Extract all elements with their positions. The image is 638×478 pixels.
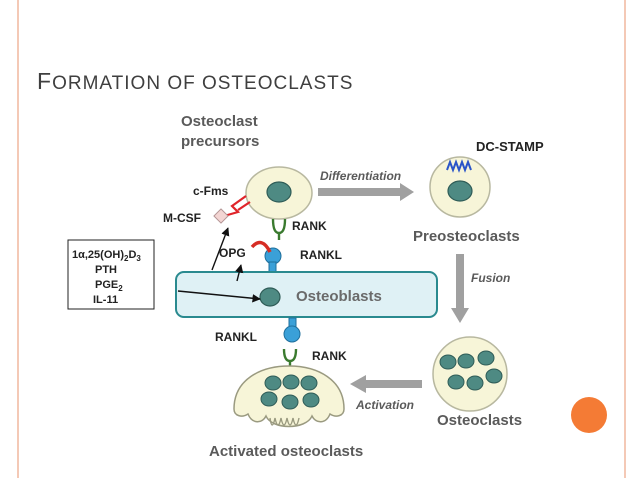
differentiation-arrow bbox=[318, 183, 414, 201]
factor-vitamin-d: 1α,25(OH)2D3 bbox=[72, 249, 141, 263]
activation-arrow bbox=[350, 375, 422, 393]
factor-il-11: IL-11 bbox=[93, 294, 118, 306]
osteoblasts-label: Osteoblasts bbox=[296, 288, 382, 305]
factor-pth: PTH bbox=[95, 264, 117, 276]
ruffled-border bbox=[269, 417, 300, 426]
arrow-to-m-csf bbox=[211, 227, 230, 271]
preosteoclasts-label: Preosteoclasts bbox=[413, 228, 520, 245]
rankl-top-label: RANKL bbox=[300, 248, 342, 262]
left-border-line bbox=[17, 0, 19, 478]
osteoclast-cell bbox=[432, 336, 508, 412]
rankl-bottom-label: RANKL bbox=[215, 330, 257, 344]
fusion-arrow bbox=[451, 254, 469, 323]
c-fms-receptor bbox=[223, 195, 251, 218]
dc-stamp-marker bbox=[446, 159, 472, 173]
precursor-nucleus bbox=[266, 181, 292, 203]
opg-label: OPG bbox=[219, 246, 246, 260]
arrow-factors-to-osteoblast bbox=[177, 290, 261, 303]
rank-receptor-top bbox=[271, 218, 287, 235]
osteoclast-precursors-label-1: Osteoclast bbox=[181, 113, 258, 130]
rank-bottom-label: RANK bbox=[312, 349, 347, 363]
fusion-label: Fusion bbox=[471, 271, 510, 285]
rank-top-label: RANK bbox=[292, 219, 327, 233]
preosteoclast-nucleus bbox=[447, 180, 473, 202]
title-initial: F bbox=[37, 68, 53, 94]
rankl-ligand-bottom bbox=[283, 325, 301, 343]
osteoblast-nucleus bbox=[259, 287, 281, 307]
rank-receptor-bottom bbox=[282, 348, 298, 363]
right-border-line bbox=[624, 0, 626, 478]
opg-decoy-receptor bbox=[250, 240, 272, 253]
activation-label: Activation bbox=[355, 398, 414, 412]
osteoclasts-label: Osteoclasts bbox=[437, 412, 522, 429]
orange-decorative-circle bbox=[571, 397, 607, 433]
arrow-to-opg bbox=[235, 264, 244, 282]
factors-box bbox=[67, 239, 155, 310]
osteoclast-precursors-label-2: precursors bbox=[181, 133, 259, 150]
dc-stamp-label: DC-STAMP bbox=[476, 139, 544, 154]
activated-osteoclast-cell bbox=[233, 365, 345, 428]
c-fms-label: c-Fms bbox=[193, 184, 229, 198]
osteoclast-precursor-cell bbox=[245, 166, 313, 220]
m-csf-label: M-CSF bbox=[163, 211, 201, 225]
slide-title: FORMATION OF OSTEOCLASTS bbox=[37, 68, 353, 95]
activated-osteoclasts-label: Activated osteoclasts bbox=[209, 443, 363, 460]
title-rest: ORMATION OF OSTEOCLASTS bbox=[52, 73, 354, 94]
osteoblast-cell bbox=[175, 271, 438, 318]
m-csf-ligand bbox=[213, 208, 229, 224]
factor-pge2: PGE2 bbox=[95, 279, 123, 293]
differentiation-label: Differentiation bbox=[320, 169, 401, 183]
